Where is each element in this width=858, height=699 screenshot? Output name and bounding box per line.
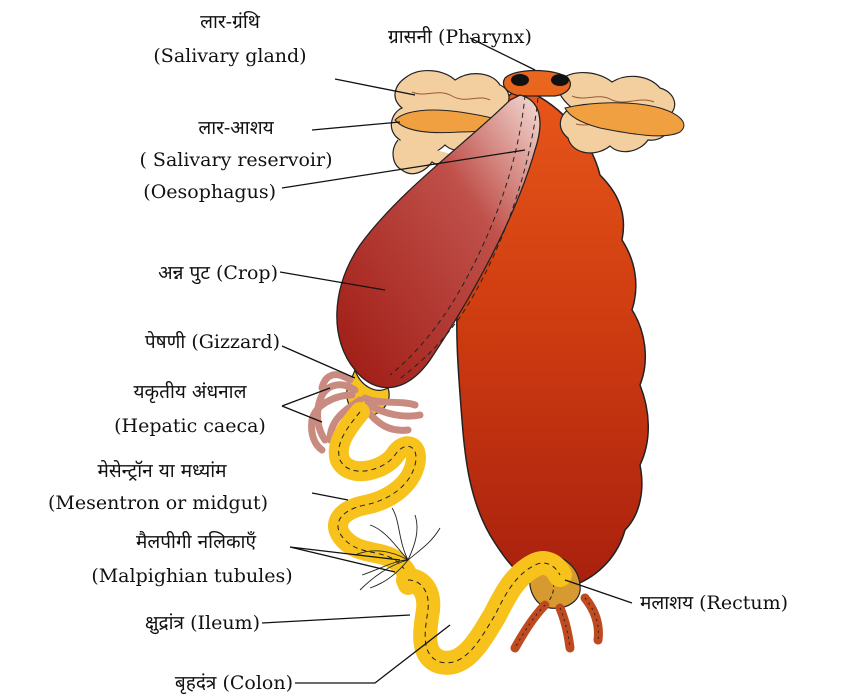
mesentron-midgut bbox=[338, 412, 416, 585]
label-salivary-reservoir-hi: लार-आशय bbox=[198, 117, 274, 139]
pharynx-eye-right bbox=[551, 74, 569, 86]
label-gizzard: पेषणी (Gizzard) bbox=[145, 330, 280, 353]
cerci bbox=[515, 598, 598, 648]
label-salivary-gland-hi: लार-ग्रंथि bbox=[200, 10, 261, 33]
label-ileum: क्षुद्रांत्र (Ileum) bbox=[145, 612, 260, 635]
label-malpighian-en: (Malpighian tubules) bbox=[91, 565, 292, 587]
label-mesentron-hi: मेसेन्ट्रॉन या मध्यांम bbox=[97, 459, 227, 482]
label-oesophagus: (Oesophagus) bbox=[143, 181, 276, 203]
pharynx-eye-left bbox=[511, 74, 529, 86]
label-salivary-gland-en: (Salivary gland) bbox=[153, 45, 306, 67]
label-mesentron-en: (Mesentron or midgut) bbox=[48, 492, 268, 514]
label-salivary-reservoir-en: ( Salivary reservoir) bbox=[139, 149, 332, 171]
label-colon: बृहदंत्र (Colon) bbox=[175, 672, 293, 695]
label-hepatic-caeca-en: (Hepatic caeca) bbox=[114, 415, 266, 437]
label-pharynx: ग्रासनी (Pharynx) bbox=[388, 25, 532, 48]
label-hepatic-caeca-hi: यकृतीय अंधनाल bbox=[134, 380, 248, 404]
label-crop: अन्न पुट (Crop) bbox=[158, 262, 278, 285]
label-rectum: मलाशय (Rectum) bbox=[640, 592, 788, 614]
label-malpighian-hi: मैलपीगी नलिकाएँ bbox=[136, 530, 256, 553]
